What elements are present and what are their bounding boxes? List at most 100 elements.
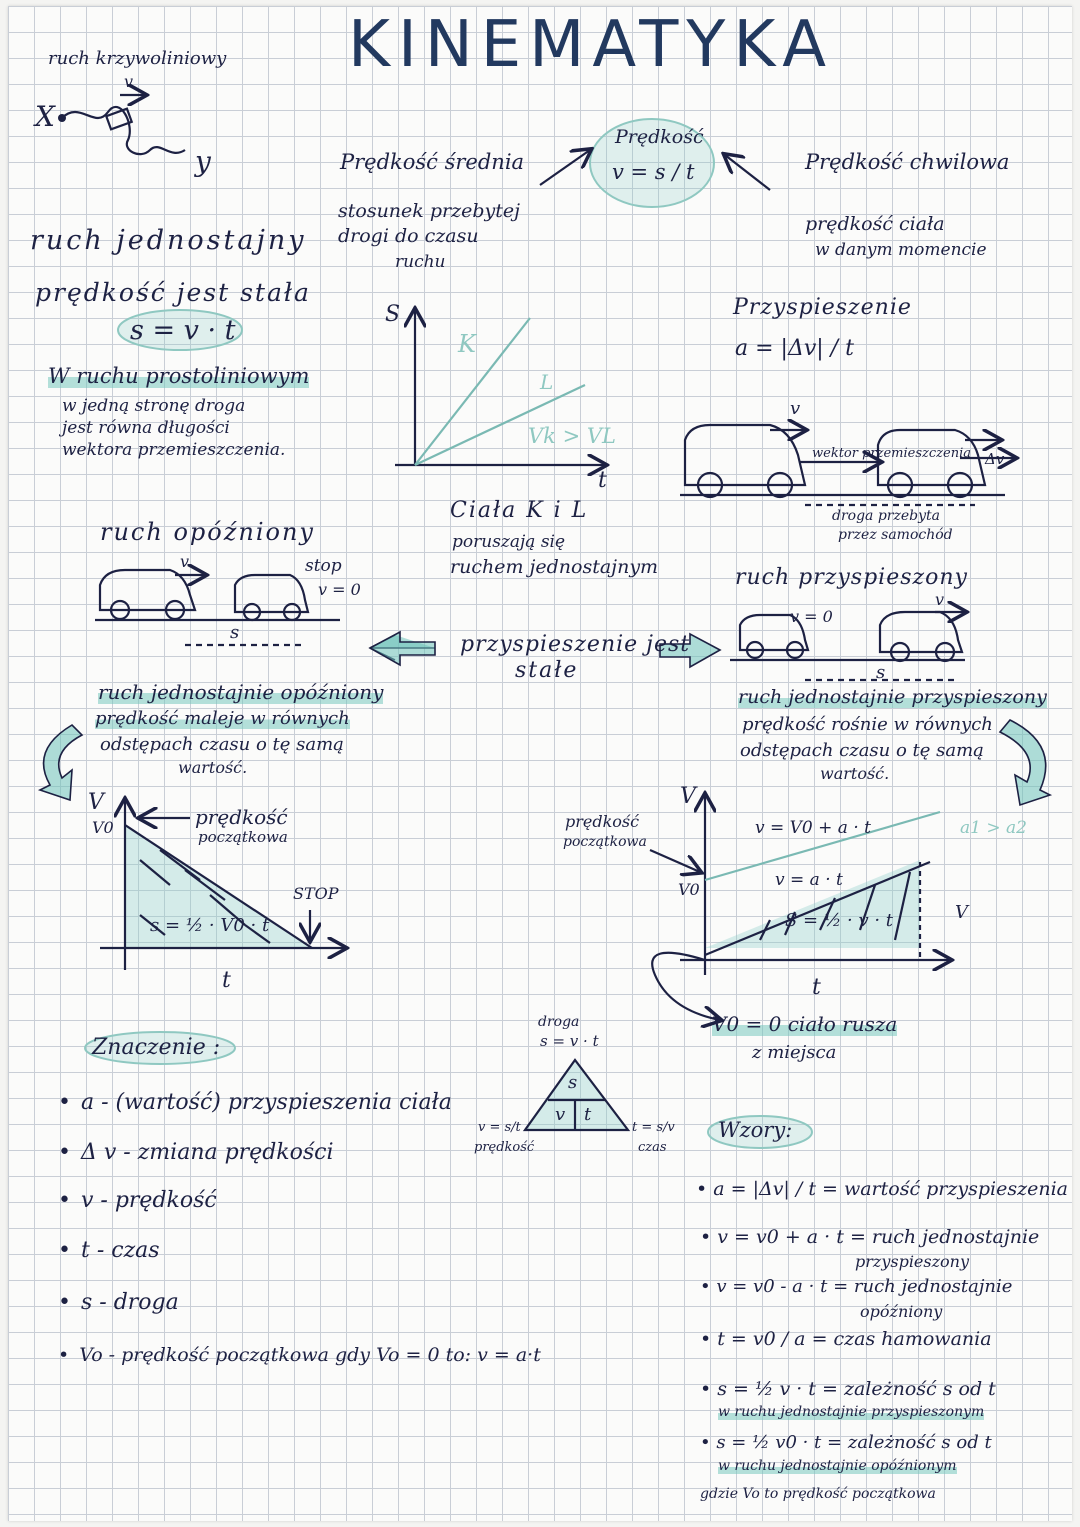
decel-stop: stop [305,556,342,576]
accel-v: v [935,590,945,609]
triangle-t: t [584,1104,592,1125]
accel-graph-note1: V0 = 0 ciało rusza [712,1012,898,1036]
speed-formula: v = s / t [612,160,695,184]
formula-row: • s = ½ v0 · t = zależność s od t [700,1432,992,1453]
y-label: y [195,145,211,178]
uniform-accel-d2: odstępach czasu o tę samą [740,740,984,761]
decel-heading: ruch opóźniony [100,518,315,546]
graph1-k: K [458,330,476,358]
v0-zero-arrow [651,951,720,1020]
triangle-right1: t = s/v [632,1120,675,1135]
decel-graph-v: V [88,790,104,815]
uniform-note4: wektora przemieszczenia. [62,440,286,460]
graph1-l: L [540,370,554,394]
notebook-page [8,6,1072,1521]
acc-road1: droga przebyta [832,508,941,524]
accel-hatching [759,871,912,941]
uniform-note3: jest równa długości [62,418,230,438]
inst-speed-desc2: w danym momencie [815,240,987,260]
constant-line1: przyspieszenie jest [460,632,691,657]
uniform-decel-d3: wartość. [178,758,248,777]
legend-item: Vo - prędkość początkowa gdy Vo = 0 to: … [58,1344,541,1366]
decel-hatching [139,849,271,944]
curved-arrow-right-icon [998,719,1053,807]
legend-item: Δ v - zmiana prędkości [58,1140,334,1165]
van-right-icon [876,428,987,487]
graph1-line-k [414,317,531,466]
formulas-title: Wzory: [718,1118,793,1142]
acc-road2: przez samochód [838,527,953,543]
legend-item: v - prędkość [58,1188,217,1213]
accel-graph-note2: z miejsca [752,1042,837,1063]
speed-title: Prędkość [615,126,704,148]
avg-speed-title: Prędkość średnia [340,150,525,174]
accel-graph-v: V [680,784,696,809]
legend-item: t - czas [58,1238,160,1263]
triangle-top1: droga [538,1014,580,1030]
acc-dv-label: Δv [985,450,1005,468]
graph1-compare: Vk > VL [528,424,616,448]
formula-row-note: w ruchu jednostajnie przyspieszonym [718,1404,985,1420]
formula-row: • a = |Δv| / t = wartość przyspieszenia [696,1178,1069,1200]
uniform-accel-d1: prędkość rośnie w równych [742,714,993,735]
accel-heading: ruch przyspieszony [735,565,968,590]
decel-graph-t: t [222,968,231,993]
accel-graph-a12: a1 > a2 [960,818,1027,838]
van-left-icon [683,423,807,487]
curvilinear-label: ruch krzywoliniowy [48,48,227,69]
uniform-decel-heading: ruch jednostajnie opóźniony [98,680,384,704]
decel-graph-initial2: początkowa [198,828,288,846]
decel-graph-initial1: prędkość [195,805,288,829]
legend-title-cloud [84,1031,236,1065]
block-arrow-right-shape [659,632,722,669]
inst-speed-desc1: prędkość ciała [805,213,945,235]
legend-item: a - (wartość) przyspieszenia ciała [58,1090,452,1115]
formula-row: • t = v0 / a = czas hamowania [700,1328,992,1350]
formula-cloud [117,309,243,351]
start-point-icon [58,114,66,122]
acc-v-label: v [790,398,801,419]
block-arrow-left-shape [368,630,436,667]
constant-line2: stałe [515,658,579,683]
accel-graph-line1: v = V0 + a · t [755,818,871,838]
accel-graph-initial1: prędkość [565,812,640,831]
accel-line-at [704,860,931,957]
formula-triangle [522,1058,631,1132]
triangle-s: s [568,1072,578,1093]
arrow-avg-to-speed [539,150,590,186]
initial-speed-arrow-2 [649,848,700,872]
bodies-line1: Ciała K i L [450,498,589,523]
page-title: KINEMATYKA [348,8,834,82]
formula-row-note: opóźniony [860,1302,943,1321]
uniform-accel-heading: ruch jednostajnie przyspieszony [738,686,1047,708]
formulas-title-cloud [707,1115,813,1149]
avg-speed-desc3: ruchu [395,252,446,272]
bodies-line3: ruchem jednostajnym [450,556,659,578]
accel-graph-initial2: początkowa [563,834,647,850]
acc-vector-label: wektor przemieszczenia [812,446,971,461]
car-icon [104,107,134,131]
uniform-accel-d3: wartość. [820,764,890,783]
x-label: X [35,100,55,133]
accel-graph-line2: v = a · t [775,870,843,890]
avg-speed-desc2: drogi do czasu [338,225,479,247]
acceleration-title: Przyspieszenie [733,295,912,320]
decel-velocity-line [124,824,313,949]
arrow-inst-to-speed [725,155,771,191]
accel-graph-area: S = ½ · v · t [785,910,894,931]
uniform-formula: s = v · t [130,315,236,346]
uniform-note1: W ruchu prostoliniowym [48,364,310,388]
accel-line-v0 [704,810,941,882]
accel-graph-t: t [812,975,821,1000]
decel-van1-icon [98,568,197,612]
curved-arrow-left-icon [37,723,84,802]
legend-item: s - droga [58,1290,179,1315]
avg-speed-desc1: stosunek przebytej [338,200,521,222]
graph1-ylabel: S [385,302,401,327]
uniform-heading: ruch jednostajny [30,225,307,256]
formula-row: • v = v0 - a · t = ruch jednostajnie [700,1276,1013,1297]
triangle-left1: v = s/t [478,1120,521,1135]
formulas-footer: gdzie Vo to prędkość początkowa [700,1486,936,1502]
decel-graph-area: s = ½ · V0 · t [150,915,270,936]
